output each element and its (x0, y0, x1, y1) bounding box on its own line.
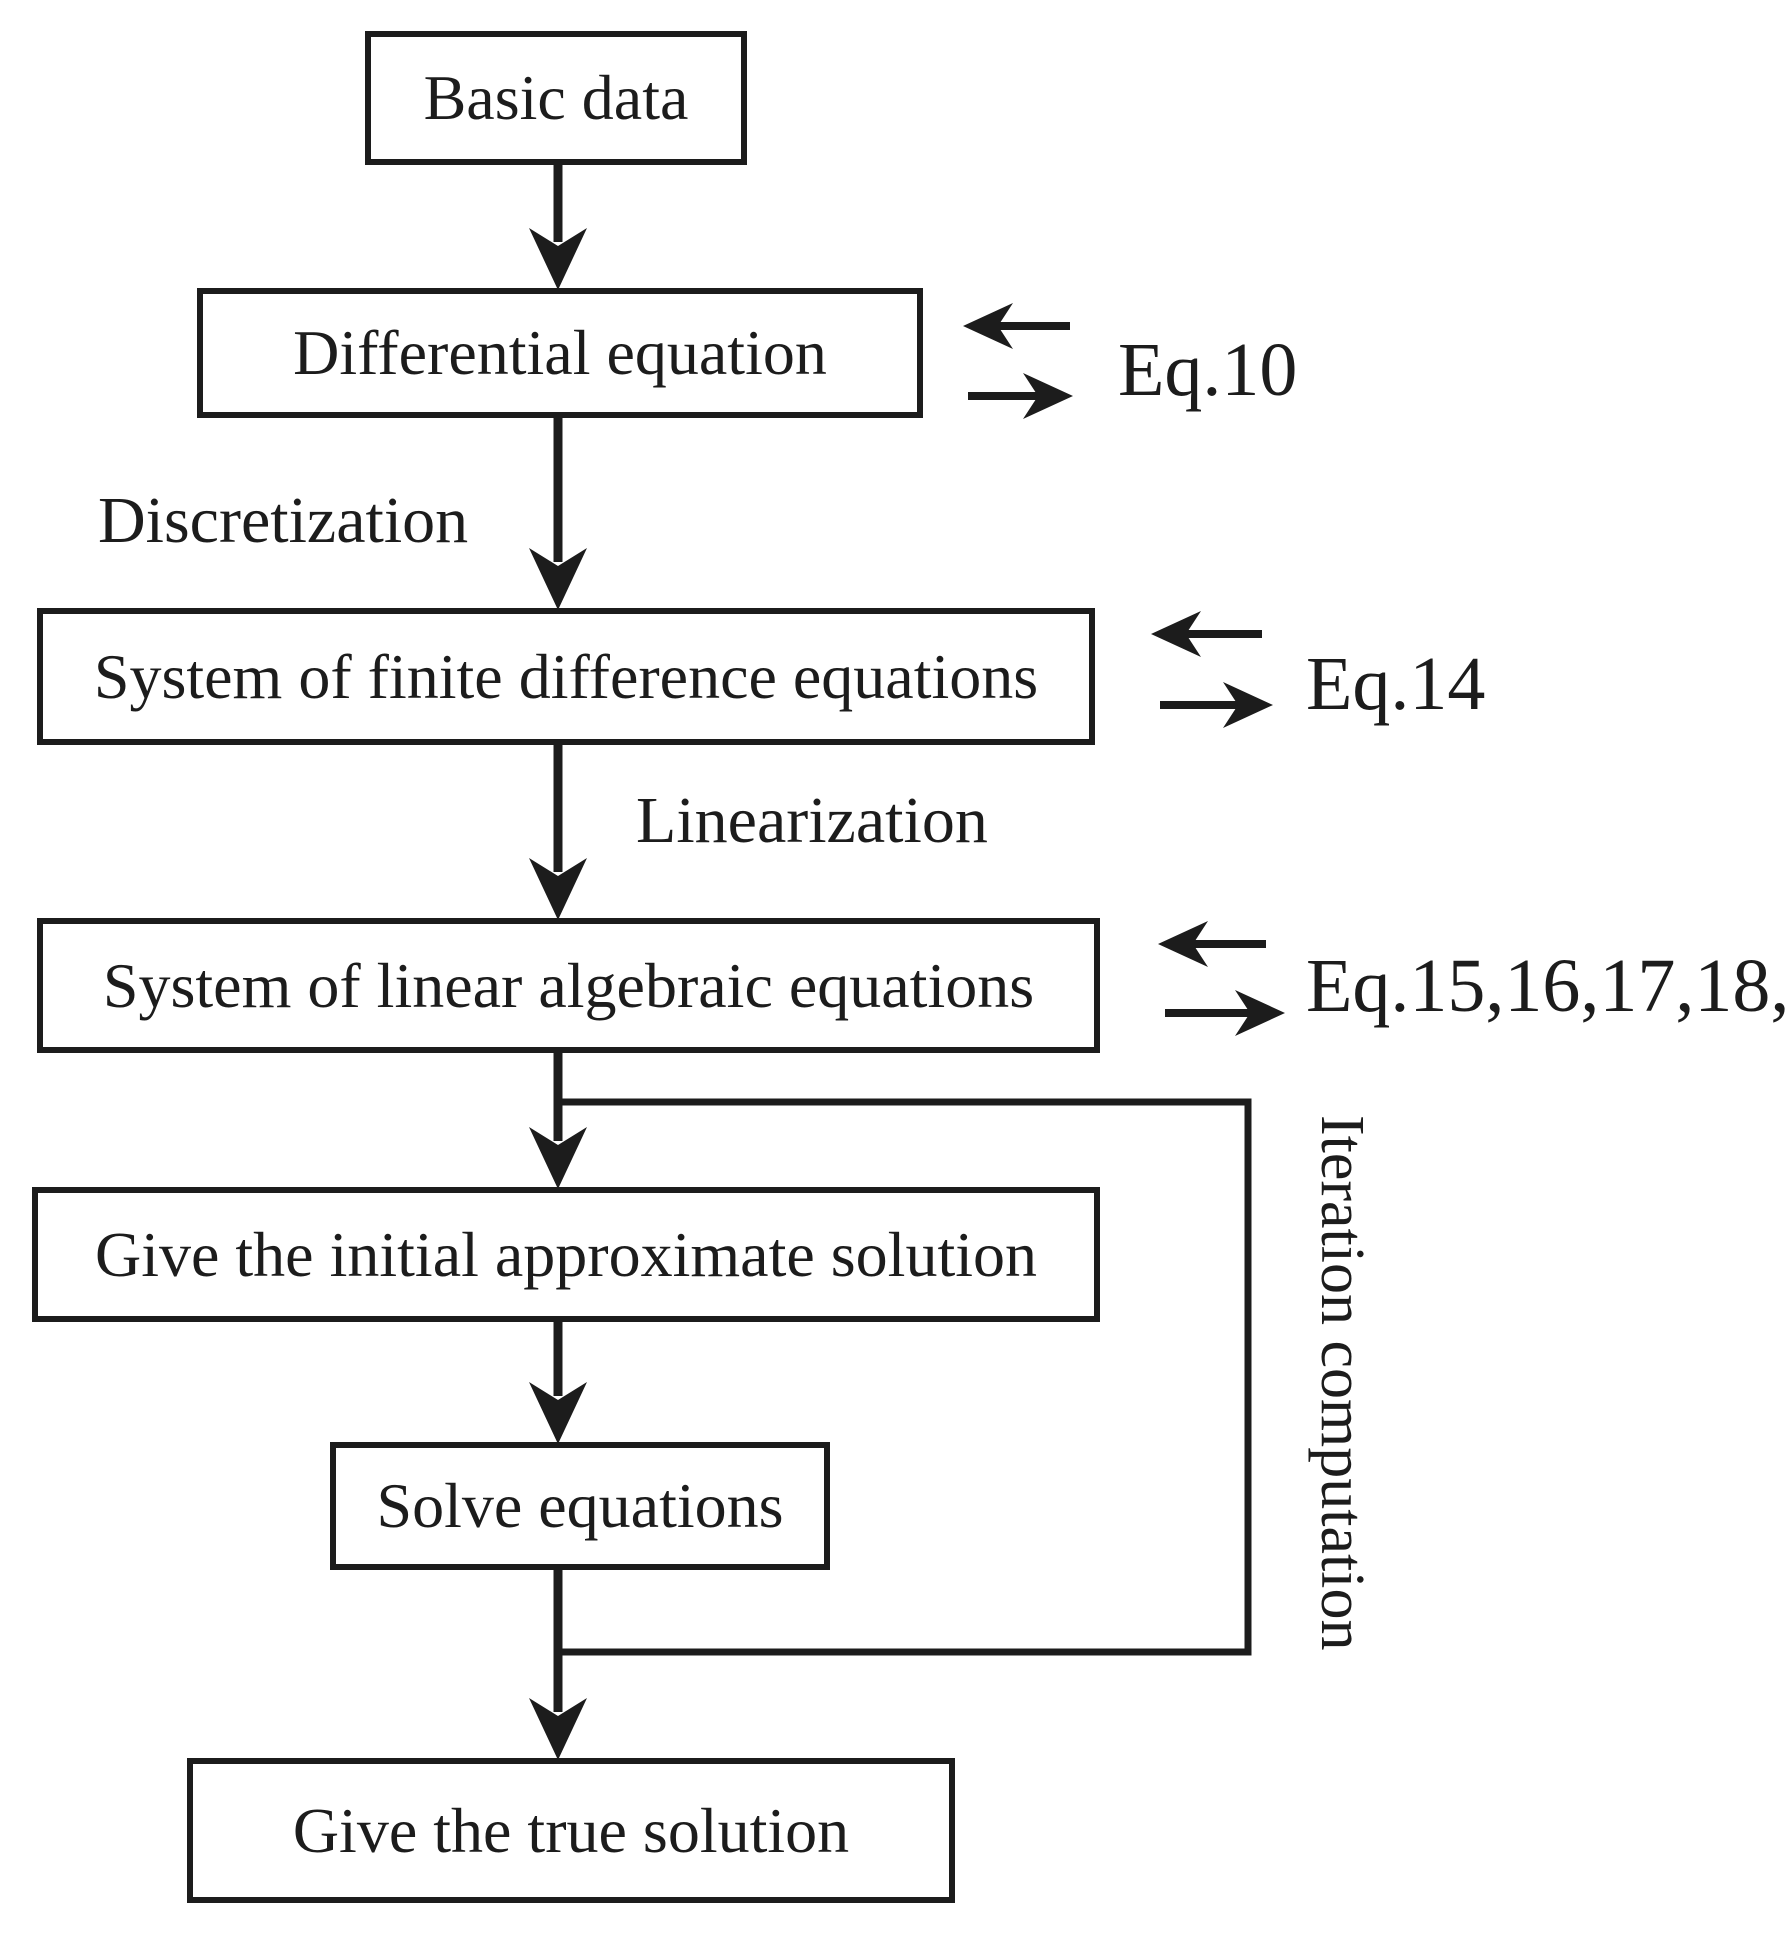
left-arrowhead (1158, 921, 1208, 967)
right-arrowhead (1223, 682, 1273, 728)
arrow-basic-to-differential (529, 162, 587, 290)
right-arrowhead (1235, 990, 1285, 1036)
exchange-arrows-eq10 (963, 303, 1073, 419)
flow-box-label: Differential equation (293, 317, 827, 388)
flow-box-label: Give the initial approximate solution (94, 1218, 1038, 1290)
arrow-finite-to-linear (529, 743, 587, 920)
exchange-arrows-eq14 (1151, 611, 1273, 728)
flow-box-label: Give the true solution (292, 1794, 850, 1866)
left-arrowhead (1151, 611, 1201, 657)
equation-label-eq14: Eq.14 (1306, 642, 1486, 726)
iteration-loop-line (558, 1098, 1252, 1656)
down-arrowhead-icon (529, 1382, 587, 1444)
down-arrowhead-icon (529, 228, 587, 290)
flow-box-finite-difference-system: System of finite difference equations (37, 608, 1095, 745)
flow-box-solve-equations: Solve equations (330, 1442, 830, 1570)
flow-box-label: System of linear algebraic equations (102, 949, 1035, 1021)
equation-label-eq15-16-17-18: Eq.15,16,17,18, (1306, 944, 1787, 1028)
right-arrow-icon (968, 373, 1073, 419)
left-arrow-icon (963, 303, 1070, 349)
exchange-arrows-eq15 (1158, 921, 1285, 1036)
flow-box-label: Basic data (423, 62, 689, 133)
arrow-differential-to-finite (529, 416, 587, 610)
right-arrow-icon (1160, 682, 1273, 728)
arrow-solve-to-true (529, 1568, 587, 1760)
equation-label-eq10: Eq.10 (1118, 328, 1298, 412)
right-arrow-icon (1165, 990, 1285, 1036)
down-arrowhead-icon (529, 1698, 587, 1760)
left-arrowhead (963, 303, 1013, 349)
down-arrowhead-icon (529, 548, 587, 610)
flow-box-true-solution: Give the true solution (187, 1758, 955, 1903)
edge-label-discretization: Discretization (98, 484, 469, 557)
arrow-initial-to-solve (529, 1320, 587, 1444)
flow-box-differential-equation: Differential equation (197, 288, 923, 418)
flow-box-basic-data: Basic data (365, 31, 747, 165)
flow-box-linear-algebraic-system: System of linear algebraic equations (37, 918, 1100, 1053)
arrow-linear-to-initial (529, 1051, 587, 1189)
left-arrow-icon (1151, 611, 1262, 657)
edge-label-linearization: Linearization (636, 784, 988, 857)
flow-box-label: Solve equations (376, 1470, 784, 1541)
edge-label-iteration-computation: Iteration computation (1308, 1115, 1376, 1651)
down-arrowhead-icon (529, 858, 587, 920)
left-arrow-icon (1158, 921, 1266, 967)
right-arrowhead (1023, 373, 1073, 419)
flow-box-initial-approximate-solution: Give the initial approximate solution (32, 1187, 1100, 1322)
down-arrowhead-icon (529, 1127, 587, 1189)
flow-box-label: System of finite difference equations (93, 640, 1039, 712)
